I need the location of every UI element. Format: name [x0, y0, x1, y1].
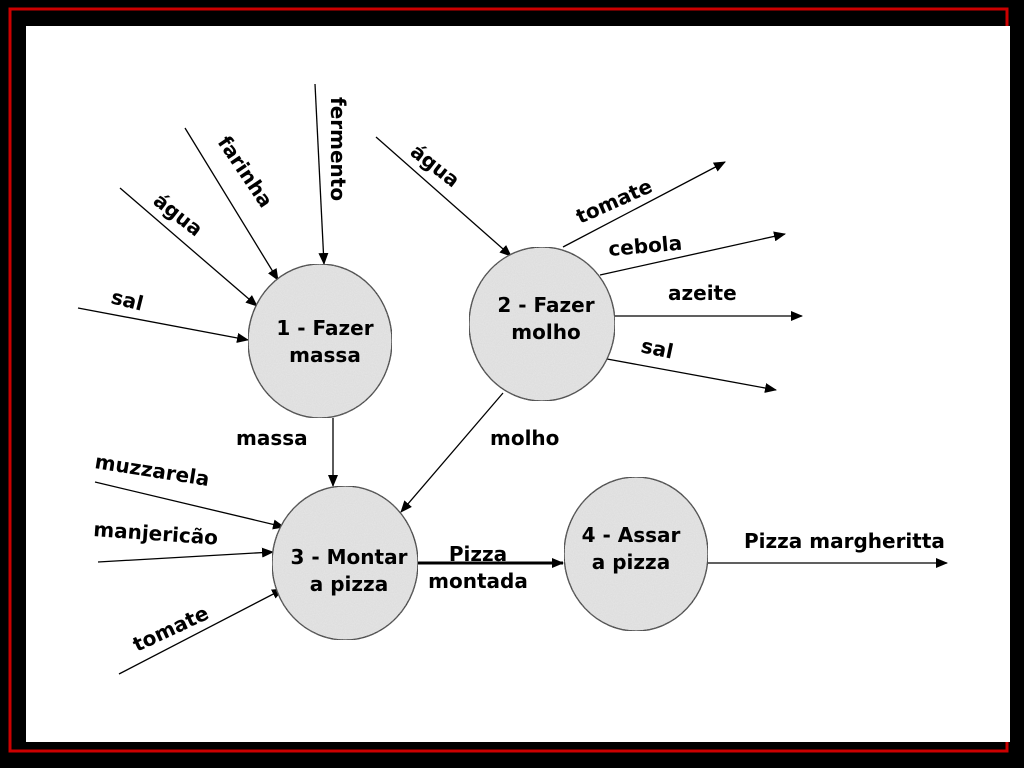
arrow-sal-to-massa — [77, 307, 249, 343]
node-montar-pizza-line2: a pizza — [310, 572, 388, 596]
arrow-molho-to-sal — [606, 358, 777, 393]
label-pizza-montada-line1: Pizza — [449, 542, 507, 566]
arrow-manjericao-to-montar — [97, 547, 274, 563]
arrow-tomate-to-montar — [118, 588, 284, 675]
node-montar-pizza-line1: 3 - Montar — [291, 545, 408, 569]
arrow-agua-to-molho — [375, 136, 512, 257]
label-fermento: fermento — [326, 97, 350, 201]
label-azeite: azeite — [668, 281, 737, 305]
arrow-molho-to-cebola — [599, 231, 786, 276]
arrow-muzzarela-to-montar — [94, 481, 285, 530]
node-fazer-molho-line2: molho — [511, 320, 580, 344]
arrow-molho-to-montar — [400, 392, 504, 513]
label-massa-flow: massa — [236, 426, 308, 450]
node-assar-pizza-line1: 4 - Assar — [582, 523, 681, 547]
label-pizza-montada-line2: montada — [428, 569, 528, 593]
node-montar-pizza: 3 - Montar a pizza — [271, 485, 419, 641]
arrow-fermento-to-massa — [314, 83, 329, 265]
node-fazer-molho: 2 - Fazer molho — [468, 246, 616, 402]
node-fazer-molho-line1: 2 - Fazer — [497, 293, 594, 317]
node-assar-pizza-line2: a pizza — [592, 550, 670, 574]
label-molho-flow: molho — [490, 426, 559, 450]
node-assar-pizza: 4 - Assar a pizza — [563, 476, 709, 632]
label-pizza-margheritta: Pizza margheritta — [744, 529, 945, 553]
node-fazer-massa: 1 - Fazer massa — [247, 263, 393, 419]
arrow-molho-to-tomate — [562, 161, 726, 248]
node-fazer-massa-line2: massa — [289, 343, 361, 367]
arrow-agua-to-massa — [119, 187, 258, 307]
arrow-farinha-to-massa — [184, 127, 279, 281]
node-fazer-massa-line1: 1 - Fazer — [276, 316, 373, 340]
